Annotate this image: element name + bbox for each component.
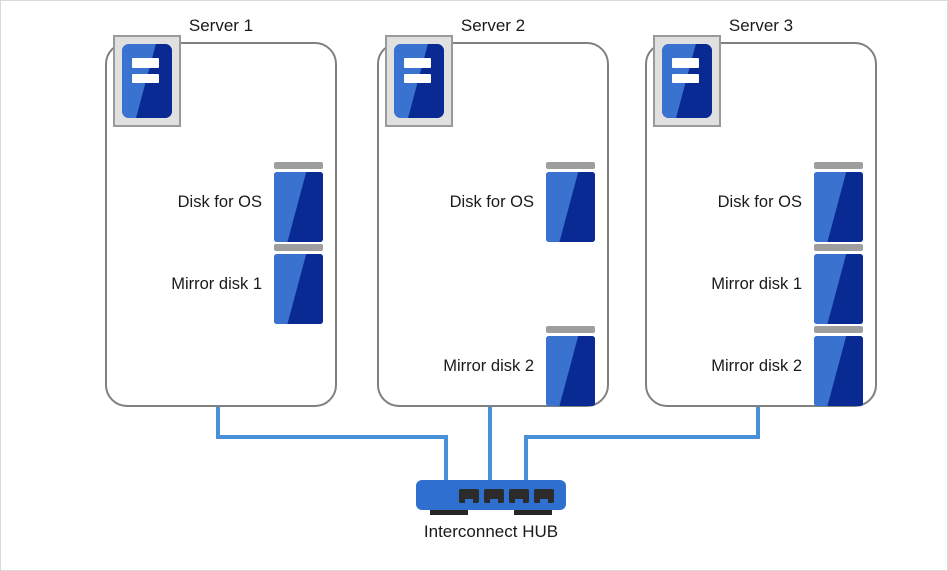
server-icon-1 [113, 35, 181, 127]
disk-body [814, 172, 863, 242]
disk-cap [274, 162, 323, 169]
disk-label: Disk for OS [717, 193, 802, 211]
hub-foot-left [430, 508, 468, 515]
link-server1-vertical-upper [216, 405, 220, 439]
disk-icon [274, 162, 323, 242]
disk-cap [274, 244, 323, 251]
disk-body [814, 336, 863, 406]
disk-label: Mirror disk 1 [171, 275, 262, 293]
disk-label: Mirror disk 1 [711, 275, 802, 293]
disk-row[interactable]: Mirror disk 2 [667, 325, 863, 407]
disk-row[interactable]: Disk for OS [127, 161, 323, 243]
link-server3-vertical-upper [756, 405, 760, 439]
server-title-3: Server 3 [728, 16, 794, 35]
disk-cap [546, 326, 595, 333]
link-server3-vertical-lower [524, 435, 528, 483]
server-slot-bar-1 [672, 58, 699, 68]
server-slot-bar-1 [404, 58, 431, 68]
server-slot-bar-2 [404, 73, 431, 84]
interconnect-hub[interactable]: Interconnect HUB [416, 480, 566, 560]
server-group-1: Server 1 Disk for OS Mirror disk 1 [105, 15, 337, 407]
disk-label: Disk for OS [177, 193, 262, 211]
server-icon-3 [653, 35, 721, 127]
disk-body [274, 172, 323, 242]
disk-icon [814, 162, 863, 242]
disk-cap [814, 162, 863, 169]
hub-port[interactable] [509, 489, 529, 503]
disk-icon [546, 162, 595, 242]
disk-label: Mirror disk 2 [711, 357, 802, 375]
disk-label: Disk for OS [449, 193, 534, 211]
disk-row[interactable]: Mirror disk 2 [399, 325, 595, 407]
hub-port[interactable] [459, 489, 479, 503]
network-hub-icon [416, 480, 566, 510]
disk-cap [546, 162, 595, 169]
server-icon-2 [385, 35, 453, 127]
disk-icon [274, 244, 323, 324]
link-server1-vertical-lower [444, 435, 448, 483]
disk-icon [814, 326, 863, 406]
disk-body [814, 254, 863, 324]
server-group-2: Server 2 Disk for OS Mirror disk 2 [377, 15, 609, 407]
link-server1-horizontal [216, 435, 448, 439]
disk-label: Mirror disk 2 [443, 357, 534, 375]
server-group-3: Server 3 Disk for OS Mirror disk 1 Mirro… [645, 15, 877, 407]
hub-foot-right [514, 508, 552, 515]
disk-icon [546, 326, 595, 406]
disk-body [546, 336, 595, 406]
server-slot-bar-1 [132, 58, 159, 68]
hub-label: Interconnect HUB [423, 522, 559, 541]
disk-row[interactable]: Mirror disk 1 [127, 243, 323, 325]
hub-port[interactable] [534, 489, 554, 503]
server-slot-bar-2 [672, 73, 699, 84]
hub-port[interactable] [484, 489, 504, 503]
server-chassis [394, 44, 444, 118]
disk-body [274, 254, 323, 324]
link-server2-vertical [488, 405, 492, 483]
link-server3-horizontal [524, 435, 760, 439]
disk-row[interactable]: Disk for OS [667, 161, 863, 243]
server-chassis [662, 44, 712, 118]
disk-row[interactable]: Disk for OS [399, 161, 595, 243]
server-slot-bar-2 [132, 73, 159, 84]
server-title-1: Server 1 [188, 16, 254, 35]
server-title-2: Server 2 [460, 16, 526, 35]
disk-body [546, 172, 595, 242]
disk-icon [814, 244, 863, 324]
disk-cap [814, 326, 863, 333]
disk-row[interactable]: Mirror disk 1 [667, 243, 863, 325]
disk-cap [814, 244, 863, 251]
server-chassis [122, 44, 172, 118]
